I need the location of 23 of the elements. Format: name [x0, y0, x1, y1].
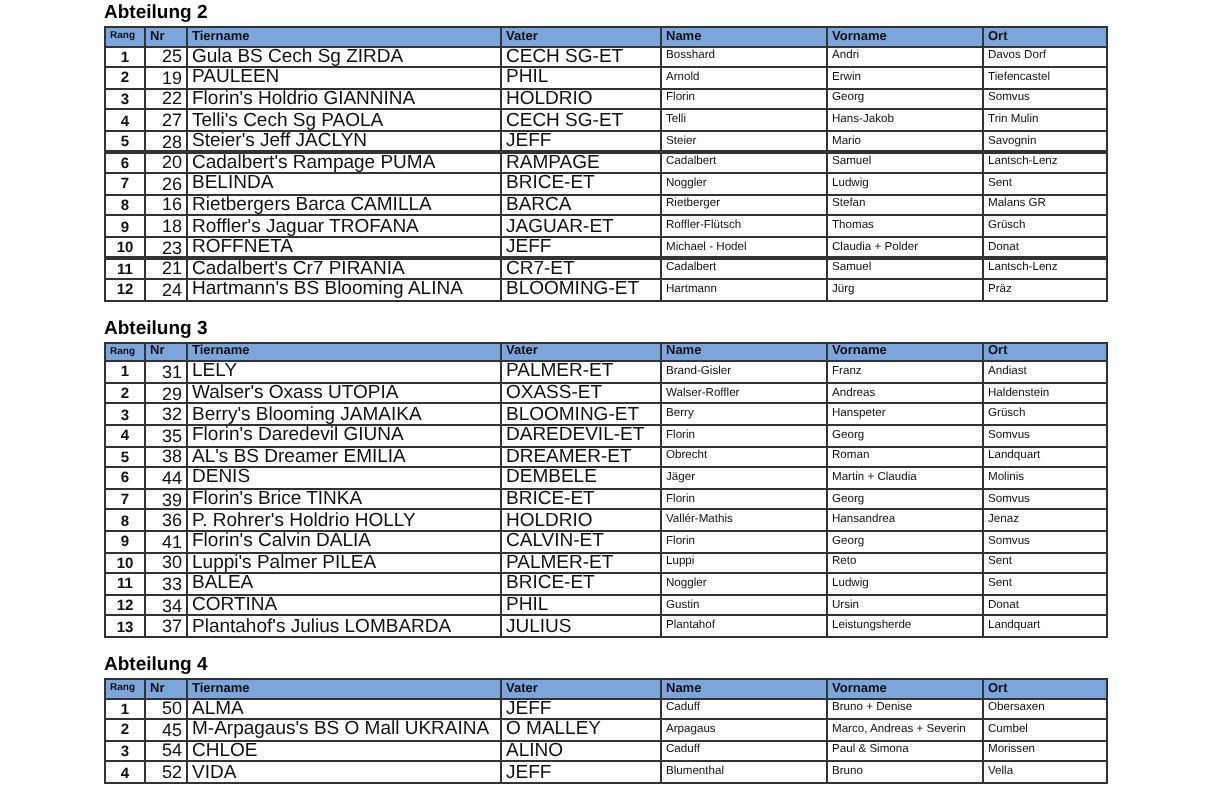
table-cell: 37 [144, 614, 188, 638]
table-cell: Hartmann's BS Blooming ALINA [186, 278, 502, 302]
table-cell: 20 [144, 151, 188, 175]
table-cell: JEFF [500, 129, 662, 153]
table-cell: 28 [144, 129, 188, 153]
table-cell: 52 [144, 760, 188, 784]
table-cell: CR7-ET [500, 257, 662, 281]
table-cell: JEFF [500, 760, 662, 784]
table-cell: Cadalbert's Cr7 PIRANIA [186, 257, 502, 281]
table-cell: Steier's Jeff JACLYN [186, 129, 502, 153]
table-cell: RAMPAGE [500, 151, 662, 175]
table-cell: VIDA [186, 760, 502, 784]
section-heading: Abteilung 4 [104, 654, 208, 676]
table-cell: 23 [144, 235, 188, 259]
table-cell: 24 [144, 278, 188, 302]
table-cell: BLOOMING-ET [500, 278, 662, 302]
table-cell: Cadalbert's Rampage PUMA [186, 151, 502, 175]
table-cell: Plantahof's Julius LOMBARDA [186, 614, 502, 638]
table-cell: JEFF [500, 235, 662, 259]
section-heading: Abteilung 3 [104, 317, 208, 340]
table-cell: ROFFNETA [186, 235, 502, 259]
section-heading: Abteilung 2 [104, 2, 208, 24]
table-cell: JULIUS [500, 614, 662, 638]
